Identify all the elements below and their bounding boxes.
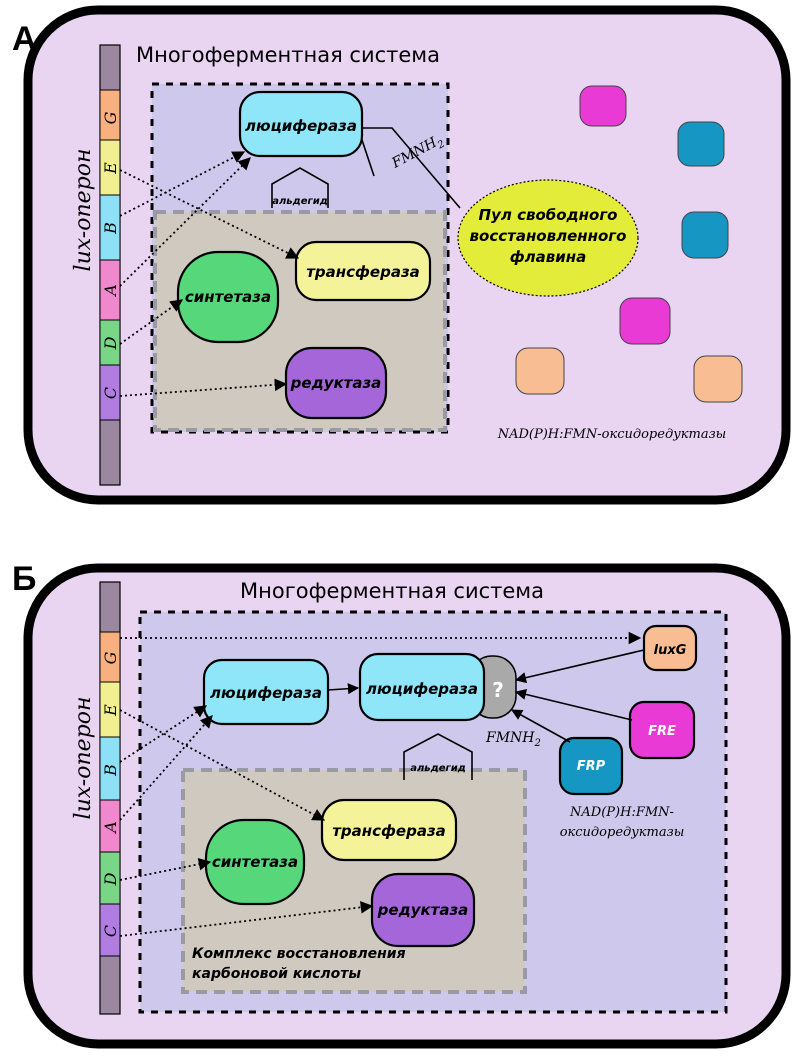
panel-b-luxg-label: luxG	[654, 643, 687, 658]
gene-b-b: B	[101, 764, 120, 777]
panel-a-synthetase	[176, 250, 280, 344]
panel-b-fre	[628, 700, 696, 760]
arrow-d-to-synthetase-b	[119, 858, 212, 881]
panel-b: Б Многоферментная система G E B A D C lu…	[12, 560, 791, 1049]
arrow-b-to-luciferase	[119, 151, 246, 217]
panel-a-system-title: Многоферментная система	[136, 43, 440, 67]
panel-b-synthetase-label: синтетаза	[212, 853, 298, 871]
arrow-luxg-to-subunit	[514, 649, 645, 684]
arrow-fre-to-subunit	[514, 688, 633, 721]
panel-a-reductase-label: редуктаза	[290, 374, 382, 392]
panel-b-complex-label-1: Комплекс восстановления	[192, 946, 406, 962]
panel-b-letter: Б	[12, 560, 36, 598]
panel-b-luciferase-2-label: люциферaза	[366, 680, 478, 698]
panel-a-flavin-pool	[457, 179, 639, 297]
panel-a-luciferase-label: люциферaза	[245, 117, 357, 135]
panel-b-luxg	[642, 624, 698, 672]
panel-b-aldehyde-label: альдегид	[410, 763, 466, 774]
panel-b-aldehyde-bracket	[403, 733, 473, 780]
panel-b-operon-label: lux-оперон	[71, 697, 96, 820]
panel-b-frp-label: FRP	[577, 759, 606, 774]
oxidoreductase-teal-2	[681, 211, 729, 259]
panel-a-transferase-label: трансфераза	[306, 263, 420, 281]
panel-a-fmnh2-line-2	[361, 139, 375, 177]
panel-a-operon-bar	[99, 44, 121, 486]
arrow-frp-to-subunit	[511, 709, 571, 743]
panel-a-oxidoreductases-label: NAD(P)H:FMN-оксидоредуктазы	[497, 427, 727, 442]
panel-b-system-title: Многоферментная система	[240, 579, 544, 603]
oxidoreductase-peach-1	[515, 347, 565, 395]
oxidoreductase-teal-1	[677, 121, 725, 167]
arrow-b-to-luciferase-1	[119, 705, 208, 763]
arrow-c-to-reductase-b	[119, 901, 374, 937]
oxidoreductase-magenta-1	[579, 85, 627, 127]
pool-line-2: восстановленного	[470, 227, 627, 245]
arrow-a-to-luciferase	[119, 157, 251, 287]
gene-c: C	[101, 387, 120, 399]
pool-line-1: Пул свободного	[479, 206, 618, 224]
panel-b-luciferase-1-label: люциферaза	[210, 684, 322, 702]
panel-b-transferase-label: трансфераза	[332, 822, 446, 840]
gene-b: B	[101, 222, 120, 235]
oxidoreductase-peach-2	[693, 355, 743, 403]
gene-d-b: D	[101, 872, 120, 886]
panel-b-luciferase-2	[358, 652, 486, 722]
gene-e: E	[101, 162, 120, 175]
oxidoreductase-magenta-2	[619, 297, 671, 345]
panel-a-fmnh2-line-1	[362, 127, 461, 209]
arrow-luciferase-to-luciferase	[327, 683, 360, 695]
panel-b-transferase	[320, 798, 458, 862]
panel-a-operon-label: lux-оперон	[71, 149, 96, 272]
gene-a: A	[101, 284, 120, 298]
panel-a-transferase	[294, 240, 432, 302]
gene-c-b: C	[101, 925, 120, 937]
panel-b-operon-bar	[99, 581, 121, 1015]
panel-b-frp	[558, 736, 624, 796]
gene-a-b: A	[101, 821, 120, 835]
panel-b-complex-label-2: карбоновой кислоты	[192, 966, 361, 982]
panel-a-aldehyde-label: альдегид	[272, 196, 328, 207]
panel-a-luciferase	[238, 90, 364, 158]
panel-a: А Многоферментная система G E B A D C lu…	[12, 5, 791, 505]
panel-b-reductase-label: редуктаза	[377, 901, 469, 919]
gene-g: G	[101, 111, 120, 124]
gene-e-b: E	[101, 704, 120, 717]
gene-g-b: G	[101, 651, 120, 664]
panel-a-aldehyde-bracket	[271, 167, 329, 208]
panel-a-synthetase-label: синтетаза	[185, 288, 271, 306]
panel-b-fmnh2-label: FMNH2	[485, 730, 541, 749]
gene-d: D	[101, 336, 120, 350]
panel-b-fre-label: FRE	[648, 724, 676, 739]
panel-b-luciferase-1	[202, 658, 330, 726]
panel-b-question-mark: ?	[492, 678, 504, 702]
arrow-e-to-transferase	[119, 169, 300, 259]
pool-line-3: флавина	[510, 248, 586, 266]
panel-b-oxidoreductases-line-2: оксидоредуктазы	[560, 825, 685, 840]
arrow-e-to-transferase-b	[119, 709, 326, 821]
panel-b-oxidoreductases-line-1: NAD(P)H:FMN-	[569, 805, 674, 820]
arrow-a-to-luciferase-1	[119, 715, 213, 821]
